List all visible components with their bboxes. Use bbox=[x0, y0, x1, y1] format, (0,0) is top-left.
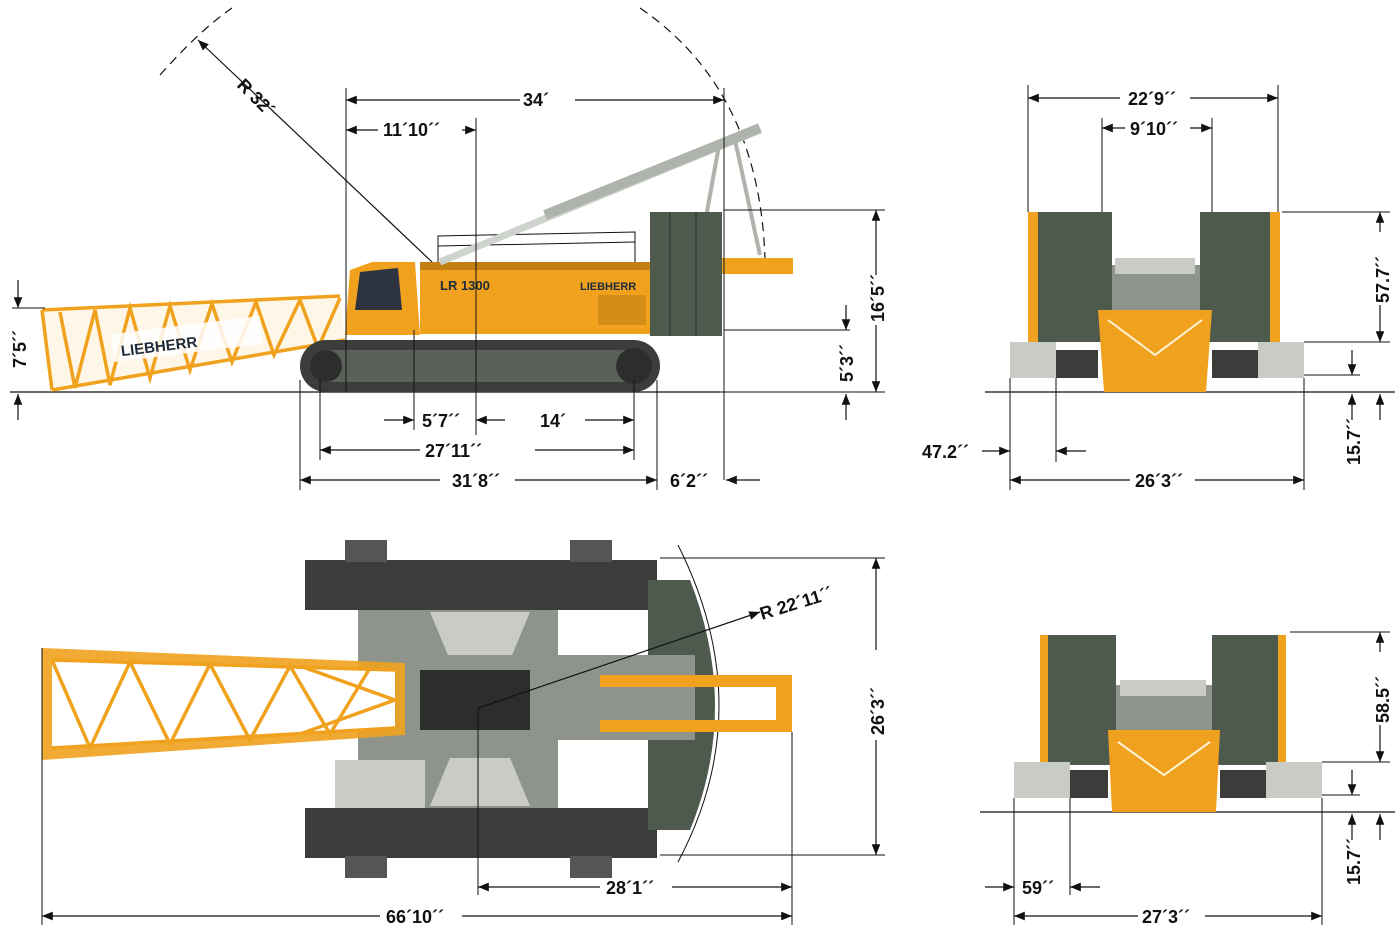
dim-tail-overhang: 6´2´´ bbox=[670, 471, 708, 491]
front-view-1: 22´9´´ 9´10´´ 57.7´´ 15.7´´ 47.2´´ 26´3´… bbox=[922, 85, 1395, 491]
dim-top-length: 66´10´´ bbox=[386, 907, 444, 927]
dim-overall-34: 34´ bbox=[523, 90, 549, 110]
dim-height-total: 16´5´´ bbox=[868, 274, 888, 322]
crawler-track-side bbox=[300, 340, 660, 392]
top-view: R 22´11´´ 26´3´´ 28´1´´ 66´10´´ bbox=[41, 540, 888, 927]
dim-top-radius: R 22´11´´ bbox=[757, 583, 835, 624]
dim-front2-clearance: 15.7´´ bbox=[1344, 838, 1364, 885]
dim-top-pivot-end: 28´1´´ bbox=[606, 878, 654, 898]
body-brand-text: LIEBHERR bbox=[580, 281, 636, 293]
dim-front2-height: 58.5´´ bbox=[1373, 676, 1393, 723]
dim-front-track-shoe: 47.2´´ bbox=[922, 442, 969, 462]
dim-pivot-rear: 14´ bbox=[540, 411, 566, 431]
dim-front-clearance: 15.7´´ bbox=[1344, 418, 1364, 465]
boom: LIEBHERR bbox=[40, 294, 346, 392]
dim-front-height: 57.7´´ bbox=[1373, 256, 1393, 303]
side-view: LIEBHERR LR 1300 LIEBHERR bbox=[10, 7, 888, 491]
radius-line bbox=[197, 39, 433, 263]
dim-radius-32: R 32´ bbox=[233, 75, 278, 120]
radius-arc-left bbox=[159, 7, 233, 76]
radius-arc-right bbox=[639, 7, 766, 261]
dim-height-lower: 5´3´´ bbox=[837, 344, 857, 382]
dim-front2-track-shoe: 59´´ bbox=[1022, 878, 1054, 898]
dim-boom-height: 7´5´´ bbox=[10, 330, 30, 368]
dim-cab-offset: 11´10´´ bbox=[383, 120, 440, 140]
dim-top-width: 26´3´´ bbox=[868, 687, 888, 735]
dim-pivot-offset: 5´7´´ bbox=[422, 411, 460, 431]
dim-track-length: 31´8´´ bbox=[452, 471, 500, 491]
dim-front-gauge: 26´3´´ bbox=[1135, 471, 1183, 491]
dim-front2-gauge: 27´3´´ bbox=[1142, 907, 1190, 927]
model-text: LR 1300 bbox=[440, 278, 490, 293]
dim-front-inner: 9´10´´ bbox=[1130, 119, 1178, 139]
front-view-2: 58.5´´ 15.7´´ 59´´ 27´3´´ bbox=[980, 631, 1395, 927]
superstructure: LR 1300 LIEBHERR bbox=[345, 123, 793, 336]
dim-track-center: 27´11´´ bbox=[425, 441, 482, 461]
dim-front-overall: 22´9´´ bbox=[1128, 89, 1176, 109]
